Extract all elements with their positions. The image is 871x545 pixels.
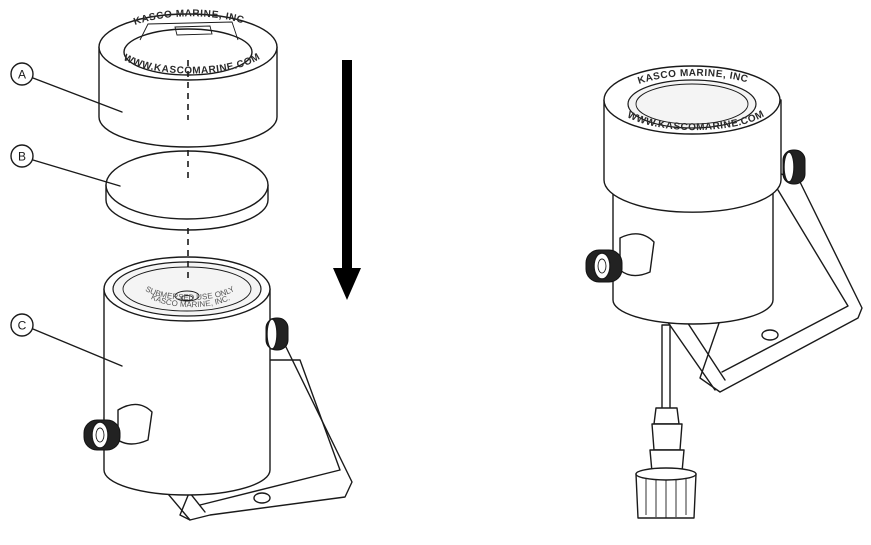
exploded-view: SUBMERSED USE ONLY KASCO MARINE, INC. — [10, 8, 361, 521]
callout-a-label: A — [18, 68, 26, 82]
lens-b — [105, 150, 269, 231]
callout-c-label: C — [18, 319, 27, 333]
knob-left — [83, 403, 153, 451]
callout-c: C — [10, 313, 123, 367]
cable-connector — [635, 324, 697, 519]
bracket-hole-right — [761, 329, 779, 341]
callout-b-label: B — [18, 150, 26, 164]
housing-c: SUBMERSED USE ONLY KASCO MARINE, INC. — [103, 256, 271, 496]
callout-b: B — [10, 144, 121, 187]
down-arrow-icon — [333, 60, 361, 300]
ring-a: KASCO MARINE, INC WWW.KASCOMARINE.COM — [98, 8, 278, 148]
assembled-view: KASCO MARINE, INC WWW.KASCOMARINE.COM — [585, 65, 863, 519]
callout-a: A — [10, 62, 123, 113]
knob-right — [265, 317, 289, 351]
housing-assembled: KASCO MARINE, INC WWW.KASCOMARINE.COM — [603, 65, 782, 325]
knob-left-assembled — [585, 233, 655, 283]
knob-right-assembled — [782, 149, 806, 185]
bracket-hole — [253, 492, 271, 504]
